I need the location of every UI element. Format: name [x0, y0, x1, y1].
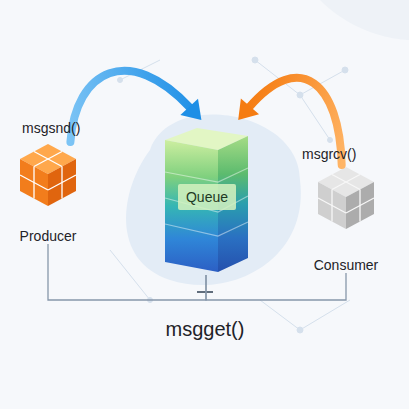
queue-node: Queue [160, 120, 252, 275]
network-dot [118, 78, 123, 83]
consumer-cube [314, 165, 378, 231]
process-node: Producer [8, 142, 88, 244]
arrow-head [180, 99, 201, 120]
node-label: Consumer [303, 257, 389, 273]
connector-path [70, 71, 190, 142]
network-dot [297, 327, 303, 333]
bracket-line [206, 273, 346, 300]
connector-path [48, 244, 206, 300]
backdrop-blob [126, 114, 301, 285]
corner-wash [320, 0, 409, 40]
connector-path [206, 273, 346, 300]
stem-tick [197, 291, 213, 293]
network-dot [328, 138, 333, 143]
process-node: Consumer [303, 165, 389, 273]
bracket-line [48, 244, 206, 300]
queue-label: Queue [178, 184, 236, 210]
network-line [110, 60, 350, 330]
producer-cube [16, 142, 80, 208]
network-lines [110, 57, 350, 333]
arrow-head [238, 99, 259, 120]
edge-label: msgsnd() [22, 120, 80, 136]
network-dot [342, 67, 348, 73]
node-label: Producer [8, 228, 88, 244]
function-label: msgget() [166, 318, 245, 341]
network-dot [148, 298, 153, 303]
curved-arrow [70, 71, 201, 142]
network-dot [252, 57, 258, 63]
network-dot [297, 92, 303, 98]
edge-label: msgrcv() [302, 146, 356, 162]
